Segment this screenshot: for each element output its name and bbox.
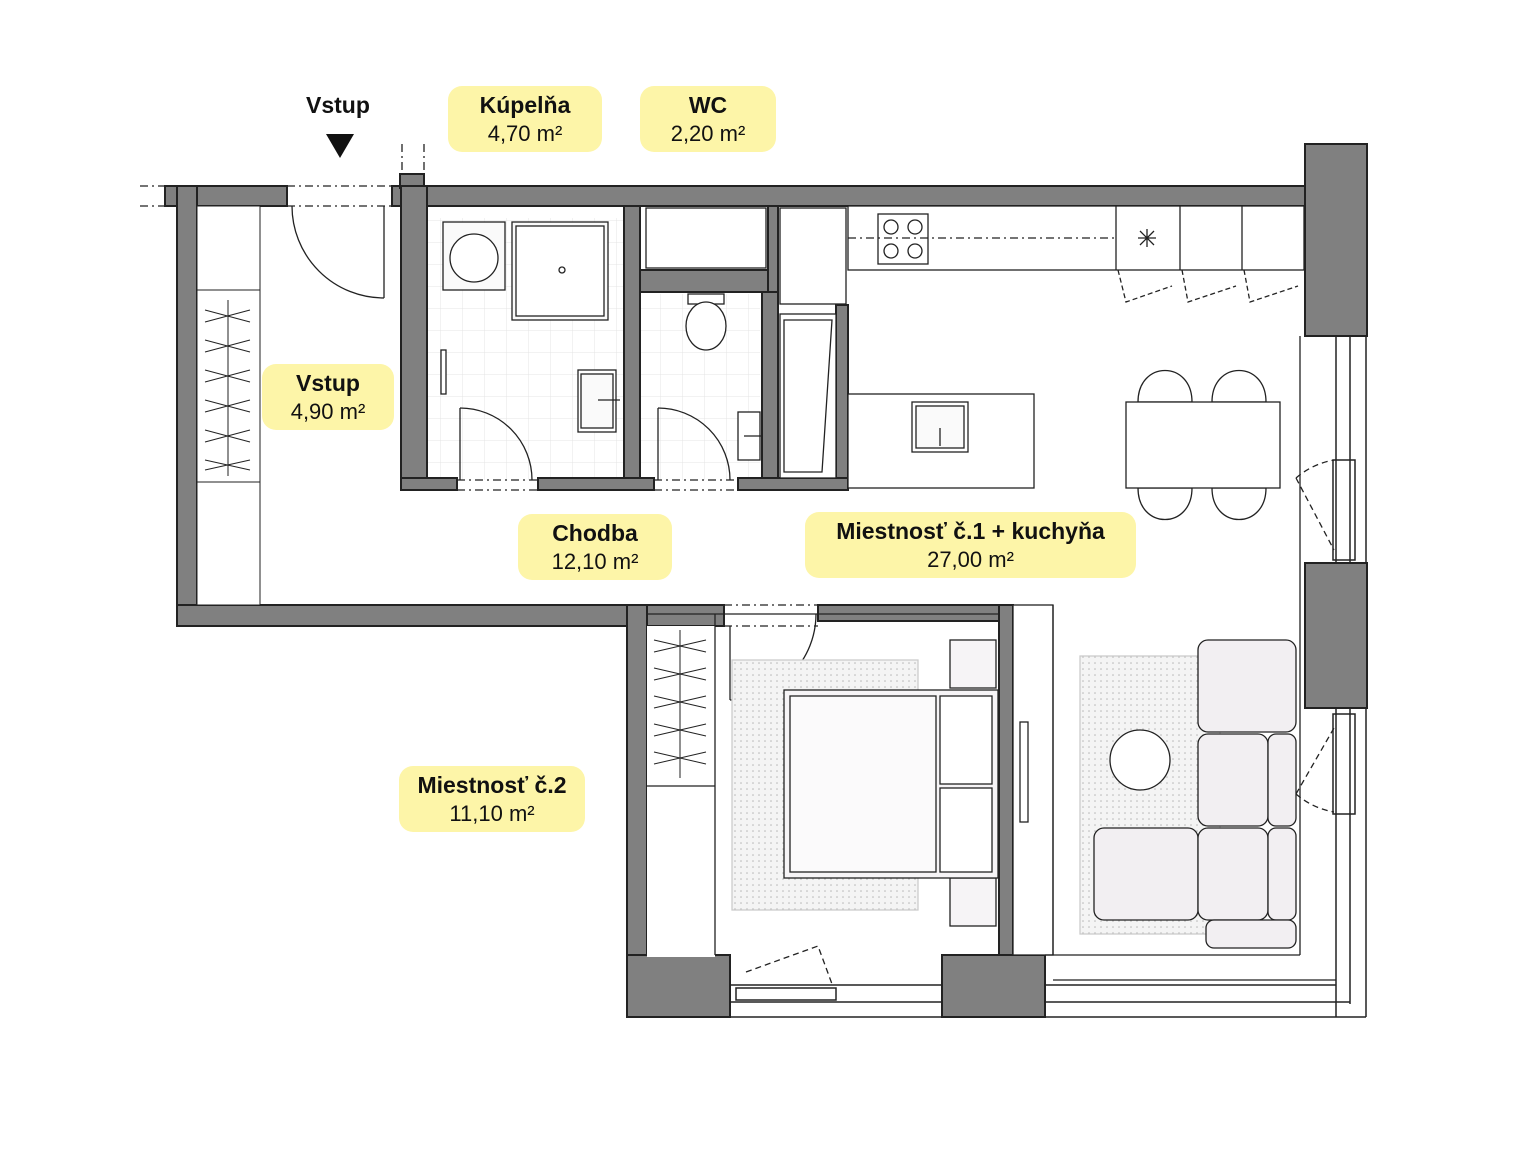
room-area: 27,00 m² — [927, 546, 1014, 572]
room-label-vstup: Vstup 4,90 m² — [262, 364, 394, 430]
room-label-miestnost2: Miestnosť č.2 11,10 m² — [399, 766, 585, 832]
room-name: Kúpelňa — [479, 91, 571, 118]
entry-label: Vstup — [306, 92, 370, 118]
room-name: Miestnosť č.2 — [417, 771, 567, 798]
bathroom-fixtures — [440, 221, 620, 433]
entry-wardrobe — [196, 205, 261, 606]
room-label-miestnost1: Miestnosť č.1 + kuchyňa 27,00 m² — [805, 512, 1136, 578]
bedroom-furniture — [647, 604, 1054, 957]
room-name: Vstup — [296, 369, 360, 396]
room-name: Miestnosť č.1 + kuchyňa — [836, 517, 1105, 544]
room-label-kupelna: Kúpelňa 4,70 m² — [448, 86, 602, 152]
dining-set — [1125, 369, 1281, 521]
room-area: 12,10 m² — [551, 548, 639, 574]
room-area: 11,10 m² — [449, 800, 535, 826]
room-name: Chodba — [552, 519, 638, 546]
room-area: 4,70 m² — [487, 120, 563, 146]
windows — [730, 336, 1367, 1018]
walls — [164, 143, 1368, 1018]
room-area: 4,90 m² — [290, 398, 366, 424]
entry-arrow-down-icon — [326, 134, 354, 158]
room-name: WC — [688, 91, 728, 118]
kitchen — [645, 205, 1305, 489]
wc-fixtures — [685, 293, 762, 461]
living-furniture — [1045, 336, 1336, 981]
room-label-wc: WC 2,20 m² — [640, 86, 776, 152]
room-label-chodba: Chodba 12,10 m² — [518, 514, 672, 580]
room-area: 2,20 m² — [670, 120, 746, 146]
